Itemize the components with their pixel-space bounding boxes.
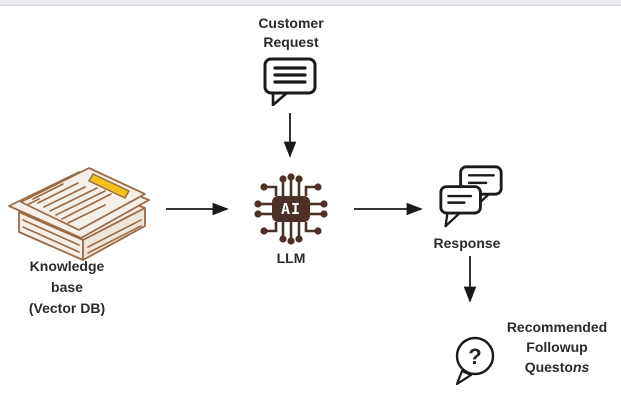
response-label: Response (433, 235, 501, 251)
followup-line2: Followup (526, 339, 588, 355)
chip-circuit-traces (254, 173, 328, 245)
chip-ai-text: AI (281, 200, 301, 218)
customer-request-label: Customer Request (258, 15, 324, 50)
node-customer-request: Customer Request (231, 14, 351, 106)
knowledge-base-label: Knowledge base (Vector DB) (28, 258, 106, 316)
paper-stack-icon (8, 167, 150, 261)
ai-chip-icon: AI (254, 173, 328, 245)
followup-label: Recommended Followup Questons (494, 317, 620, 377)
followup-line1: Recommended (506, 319, 608, 335)
window-top-bar (0, 0, 621, 6)
llm-label: LLM (276, 250, 306, 266)
chat-bubbles-icon (439, 165, 503, 228)
question-bubble-icon: ? (455, 336, 495, 386)
question-mark-glyph: ? (468, 344, 481, 369)
speech-bubble-lines-icon (263, 57, 317, 106)
followup-line3: Questons (524, 359, 590, 375)
